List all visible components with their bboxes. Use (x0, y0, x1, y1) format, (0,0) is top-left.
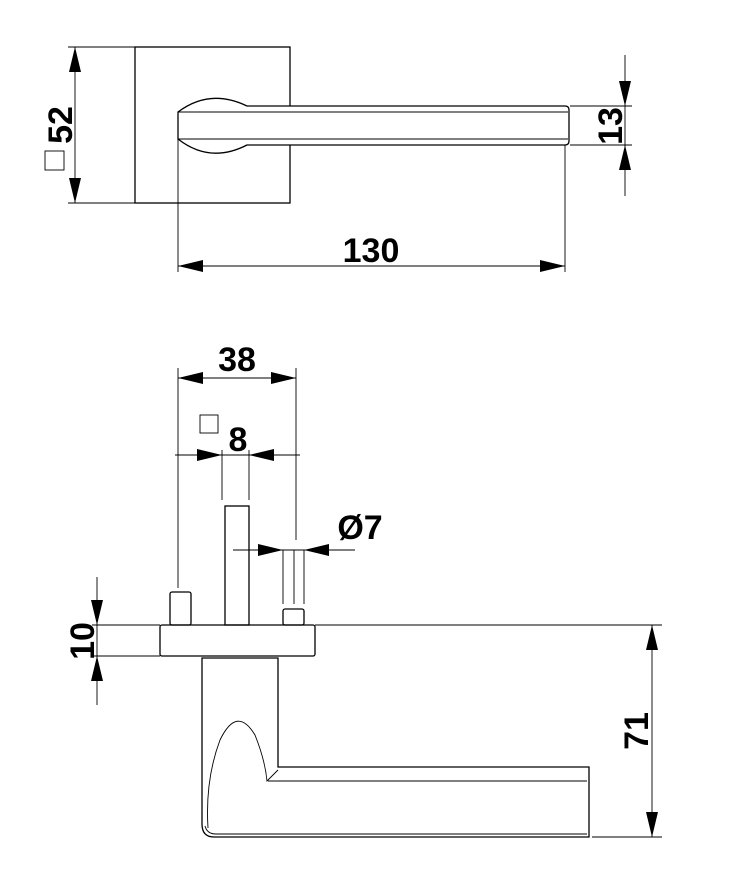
dimension-label-38: 38 (218, 341, 256, 379)
dimension-8: 8 (175, 414, 300, 500)
dimension-38: 38 (177, 341, 297, 588)
square-symbol-icon (44, 150, 65, 171)
dimension-13: 13 (570, 55, 632, 196)
top-view: 130 52 13 (42, 46, 632, 272)
lever-top (177, 97, 570, 154)
dimension-label-13: 13 (592, 107, 630, 145)
dimension-label-71: 71 (618, 712, 656, 750)
spindle (224, 505, 250, 626)
dimension-label-52: 52 (42, 106, 80, 144)
dimension-diameter-7: Ø7 (233, 509, 383, 604)
dimension-71: 71 (592, 625, 662, 838)
dimension-label-8: 8 (229, 421, 248, 459)
square-symbol-icon (199, 414, 219, 434)
dimension-label-130: 130 (343, 232, 400, 270)
lever-side (201, 657, 590, 838)
dimension-130: 130 (177, 139, 566, 272)
rose-plate (159, 624, 316, 657)
dimension-label-10: 10 (64, 622, 102, 660)
dimension-label-diameter-7: Ø7 (337, 509, 382, 547)
dimension-52: 52 (42, 46, 135, 204)
side-view: 38 8 Ø7 10 (64, 341, 662, 838)
fixing-pin-right (282, 608, 305, 626)
fixing-pin-left (169, 591, 192, 626)
dimension-10: 10 (64, 577, 103, 705)
